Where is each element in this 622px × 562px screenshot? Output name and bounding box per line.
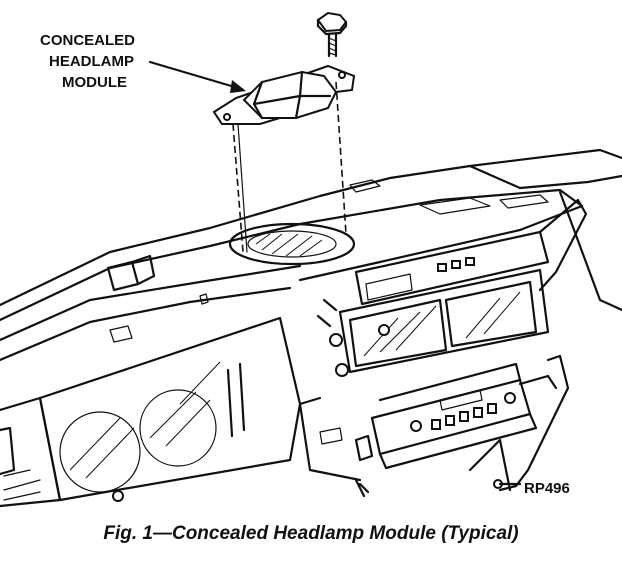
callout-line-3: MODULE xyxy=(62,74,127,91)
headlamp-module-icon xyxy=(212,64,356,125)
instrument-panel-icon xyxy=(0,148,622,508)
climate-control-icon xyxy=(354,362,558,498)
side-bracket xyxy=(468,198,588,492)
callout-line-1: CONCEALED xyxy=(40,32,135,49)
callout-arrow xyxy=(148,60,246,93)
bolt-icon xyxy=(316,11,348,58)
headlamp-opening xyxy=(228,222,356,266)
figure-caption: Fig. 1—Concealed Headlamp Module (Typica… xyxy=(103,523,519,544)
part-code: RP496 xyxy=(524,480,570,497)
callout-line-2: HEADLAMP xyxy=(49,53,134,70)
radio-icon xyxy=(316,230,550,377)
callout-label: CONCEALED HEADLAMP MODULE xyxy=(40,32,135,91)
